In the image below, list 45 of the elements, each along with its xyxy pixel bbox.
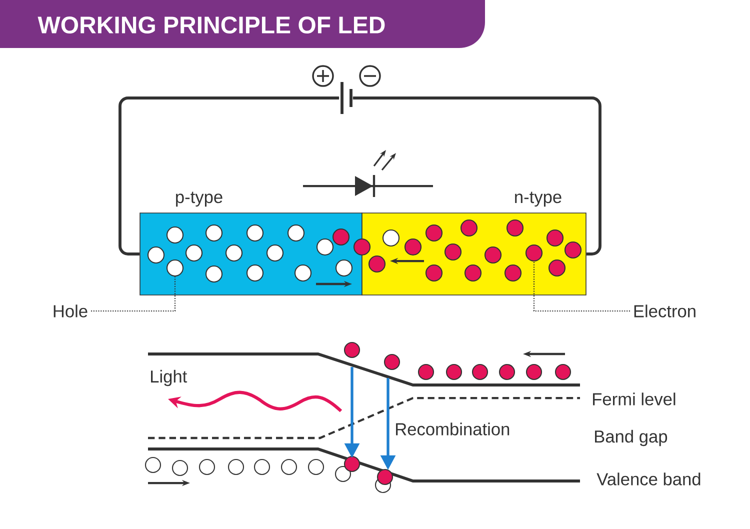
leader-line — [533, 262, 630, 312]
electron — [484, 246, 502, 264]
hole — [166, 259, 184, 277]
electron — [425, 224, 443, 242]
node-label: n-type — [515, 192, 562, 207]
label: Valence band — [596, 472, 700, 486]
hole — [382, 229, 400, 247]
hole — [294, 264, 312, 282]
electron — [460, 219, 478, 237]
electron — [546, 229, 564, 247]
electron — [464, 264, 482, 282]
label: Light — [151, 370, 188, 386]
hole — [246, 224, 264, 242]
electron — [332, 228, 350, 246]
label: Fermi level — [593, 392, 676, 406]
electron — [425, 264, 443, 282]
callout-label: Electron — [634, 304, 696, 318]
node-label: p-type — [176, 192, 222, 207]
electron — [353, 238, 371, 256]
hole — [185, 244, 203, 262]
callout-label: Hole — [54, 304, 88, 318]
hole — [335, 259, 353, 277]
hole — [316, 238, 334, 256]
hole — [246, 264, 264, 282]
label: Recombination — [396, 422, 510, 436]
electron — [368, 255, 386, 273]
label: Band gap — [595, 430, 668, 446]
electron — [404, 238, 422, 256]
hole — [205, 224, 223, 242]
hole — [205, 265, 223, 283]
electron — [548, 259, 566, 277]
electron — [444, 243, 462, 261]
hole — [266, 244, 284, 262]
circuit-wire — [352, 96, 602, 256]
electron — [504, 264, 522, 282]
hole — [225, 244, 243, 262]
title-banner: WORKING PRINCIPLE OF LED — [0, 0, 485, 48]
leader-line — [91, 276, 176, 312]
hole — [287, 224, 305, 242]
electron — [564, 241, 582, 259]
battery-symbol — [312, 65, 381, 116]
hole — [166, 226, 184, 244]
hole — [147, 246, 165, 264]
electron — [525, 244, 543, 262]
electron — [506, 219, 524, 237]
